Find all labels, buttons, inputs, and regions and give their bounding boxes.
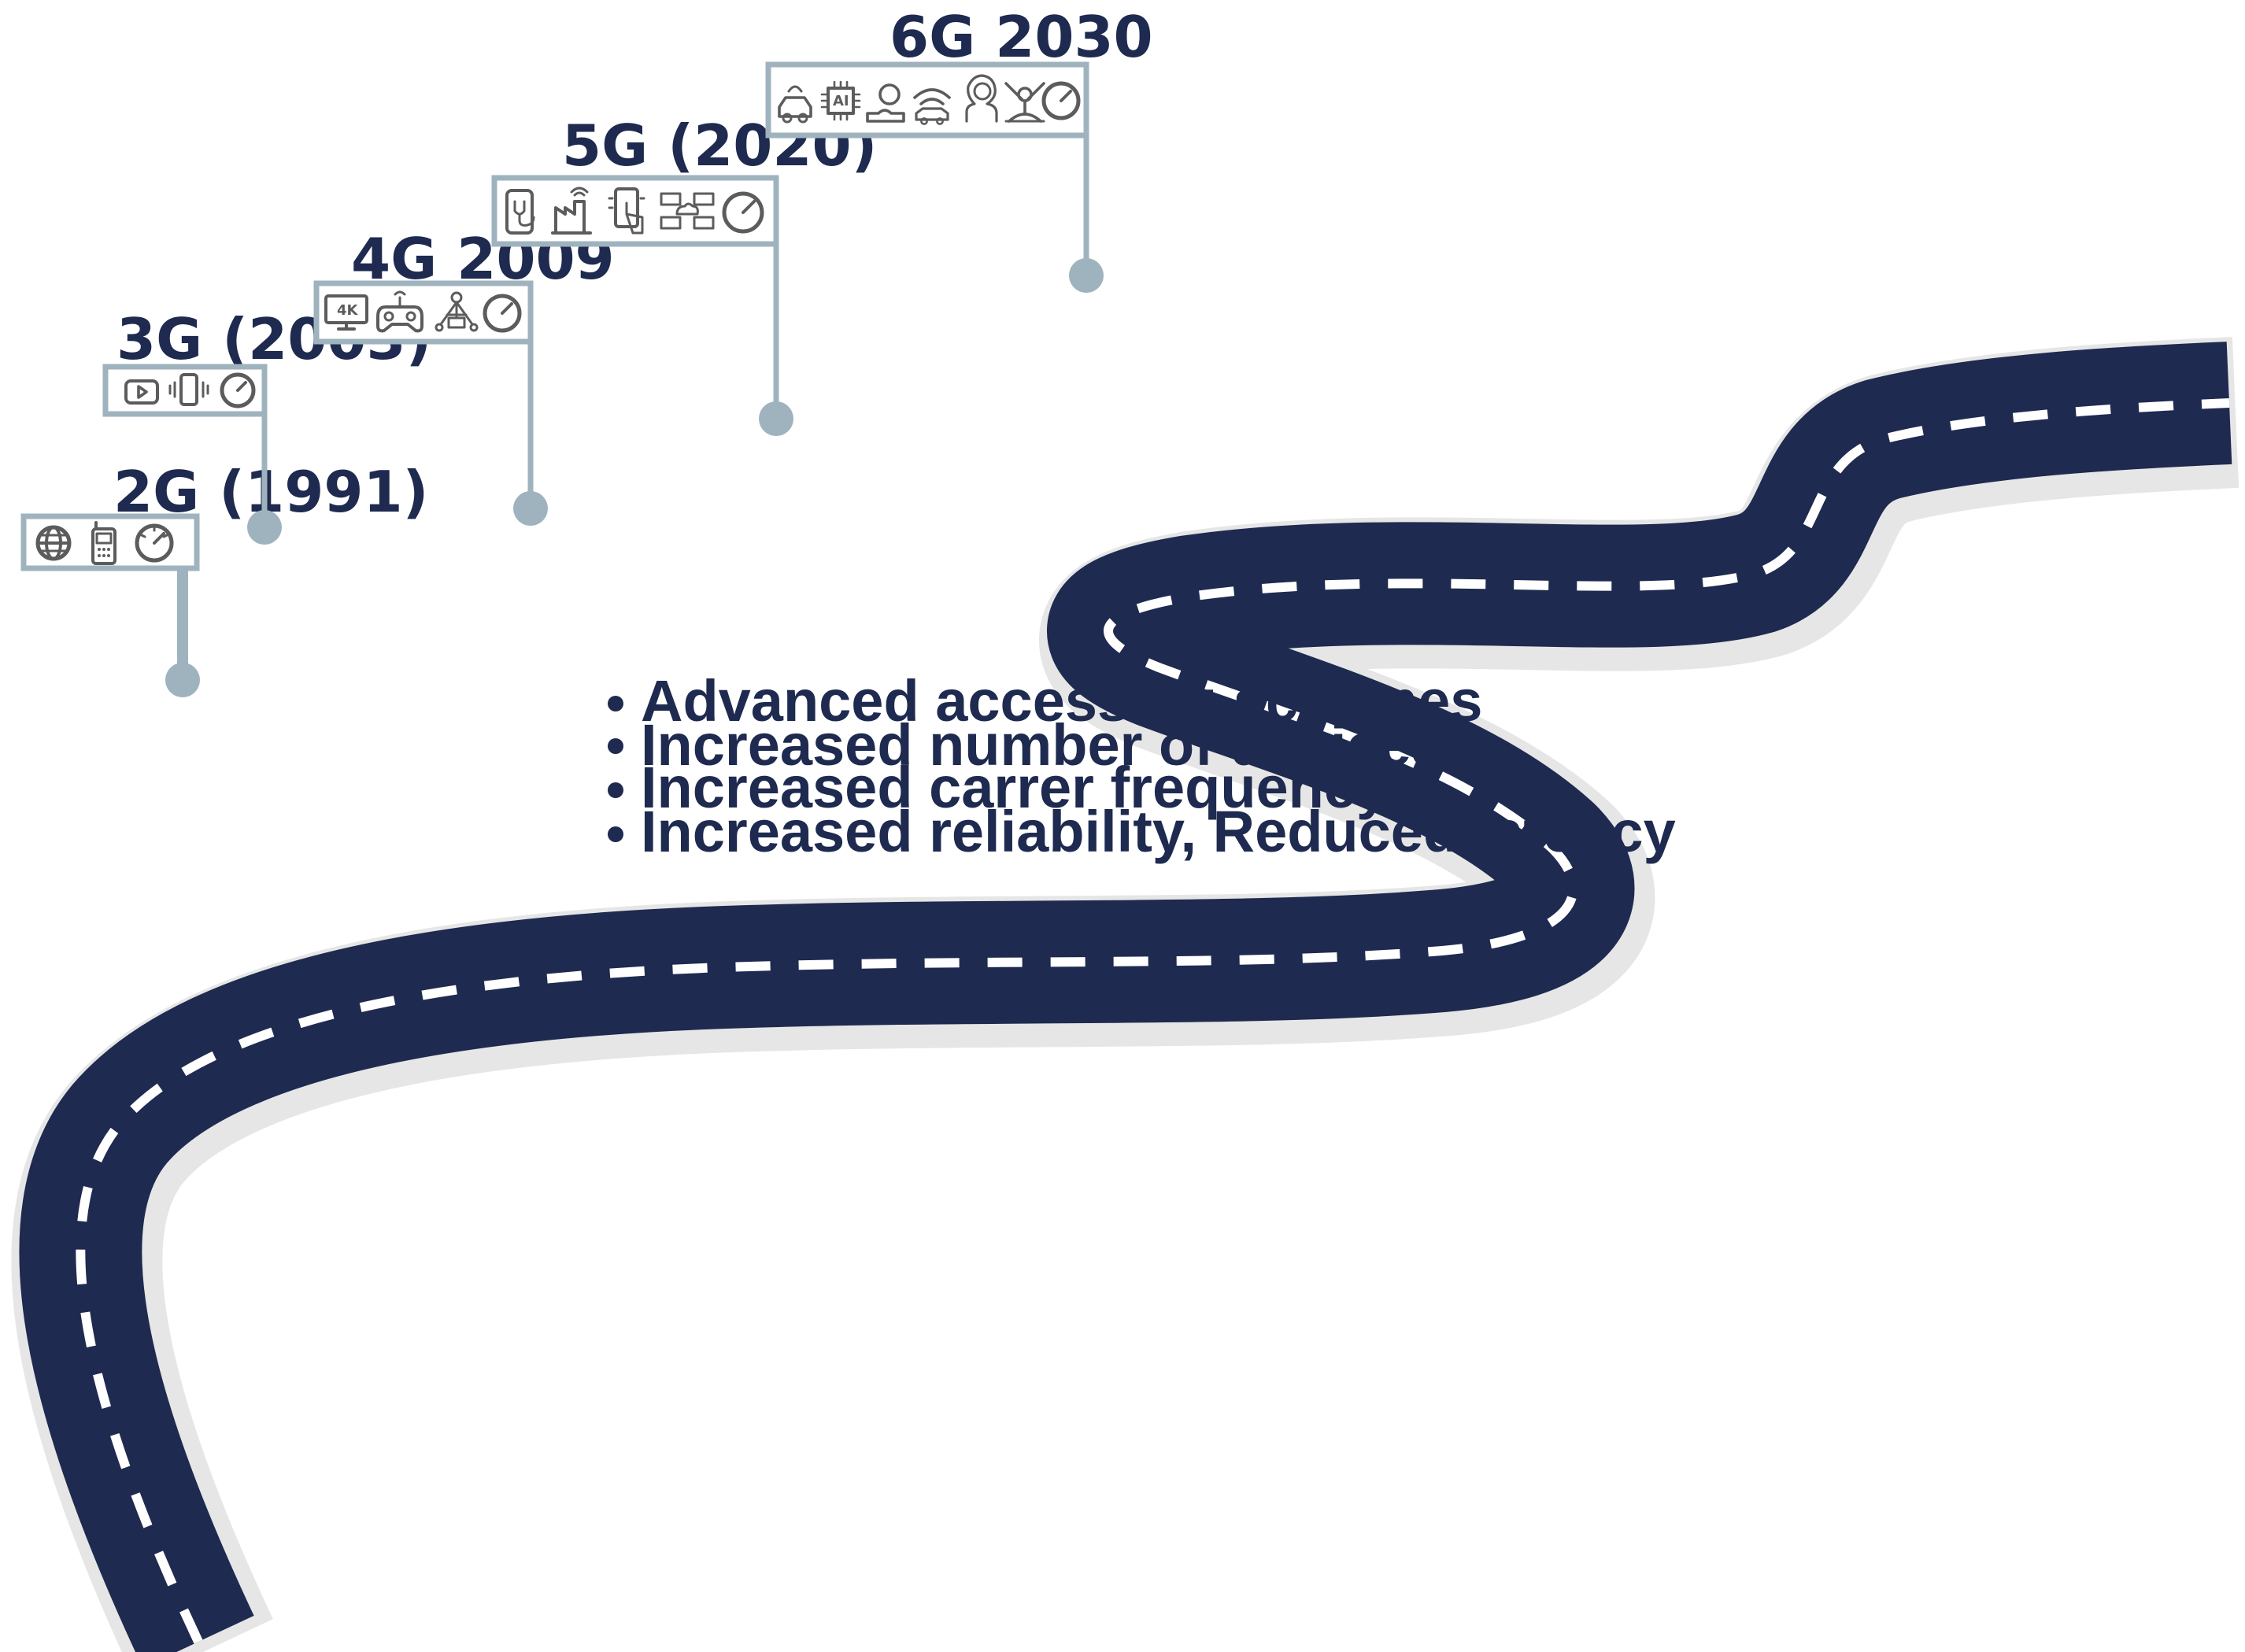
ai-chip-icon: AI (820, 80, 861, 121)
bullet-item: Advanced accessing schemes (608, 668, 1482, 734)
icon-box-4g (313, 280, 534, 345)
mobile-phone-icon (91, 521, 117, 565)
vibrating-phone-icon (168, 373, 209, 406)
road-marker-6g (1069, 258, 1104, 293)
milestone-6g: 6G 2030 AI (765, 4, 1153, 293)
svg-text:Advanced accessing schemes: Advanced accessing schemes (641, 668, 1482, 734)
satellite-icon (1004, 82, 1045, 123)
svg-text:Increased carrer frequency: Increased carrer frequency (641, 755, 1389, 820)
road-surface (19, 342, 2232, 1652)
milestone-2g: 2G (1991) (20, 459, 428, 697)
network-tree-icon (435, 291, 479, 332)
svg-text:Increased reliability, Reduced: Increased reliability, Reduced latency (641, 799, 1676, 864)
speedometer-icon (483, 294, 522, 333)
globe-icon (35, 525, 72, 561)
bullet-dot (608, 738, 623, 754)
bullet-item: Increased number of devices (608, 712, 1444, 778)
milestone-5g: 5G (2020) (491, 113, 877, 436)
4k-monitor-icon: 4K (324, 294, 368, 331)
speedometer-icon (135, 523, 174, 563)
speedometer-icon (722, 191, 764, 234)
milestone-title-6g: 6G 2030 (889, 4, 1153, 70)
speedometer-icon (1041, 81, 1081, 120)
touch-phone-icon (608, 187, 645, 235)
game-controller-icon (376, 290, 423, 333)
icon-box-5g (491, 175, 779, 247)
feature-bullet-list: Advanced accessing schemes Increased num… (608, 668, 1676, 864)
bullet-dot (608, 826, 623, 842)
svg-text:AI: AI (833, 93, 849, 109)
svg-text:Increased number of devices: Increased number of devices (641, 712, 1444, 778)
bullet-dot (608, 782, 623, 798)
connected-car-icon (778, 85, 812, 124)
svg-text:4K: 4K (337, 302, 359, 319)
smart-factory-icon (551, 187, 592, 235)
hand-coin-icon (866, 83, 905, 123)
cloud-servers-icon (660, 192, 715, 230)
road-marker-4g (513, 491, 548, 526)
road-marker-3g (247, 510, 282, 545)
bullet-item: Increased carrer frequency (608, 755, 1389, 820)
speedometer-icon (220, 372, 256, 408)
video-play-icon (124, 379, 159, 405)
telehealth-phone-icon (505, 189, 535, 235)
road-marker-2g (165, 663, 200, 697)
person-avatar-icon (965, 74, 998, 123)
bullet-dot (608, 696, 623, 711)
road-marker-5g (759, 401, 793, 436)
bullet-item: Increased reliability, Reduced latency (608, 799, 1676, 864)
wireless-car-icon (913, 88, 951, 125)
